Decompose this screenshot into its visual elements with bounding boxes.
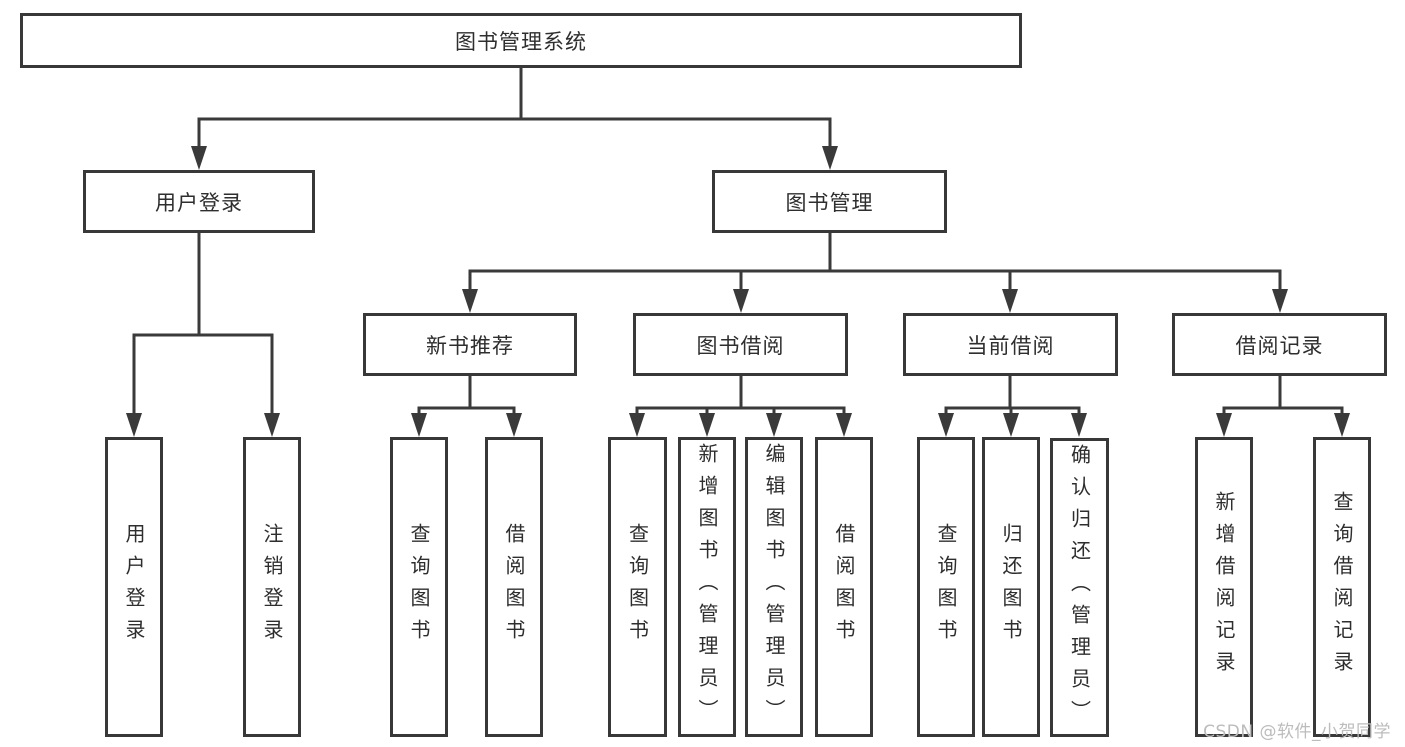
node-label: 图书管理 — [785, 190, 874, 215]
leaf-query-borrow-record: 查询借阅记录 — [1313, 437, 1371, 737]
node-label: 当前借阅 — [966, 333, 1055, 358]
connector-root-to-level2 — [191, 68, 838, 170]
leaf-query-books-recommend: 查询图书 — [390, 437, 448, 737]
node-label: 查询图书 — [625, 523, 650, 651]
node-label: 新书推荐 — [426, 333, 514, 358]
node-label: 新增借阅记录 — [1212, 491, 1236, 683]
connector-user-login-branch — [126, 233, 280, 437]
node-book-borrow: 图书借阅 — [633, 313, 848, 376]
node-current-borrow: 当前借阅 — [903, 313, 1118, 376]
leaf-query-books-current: 查询图书 — [917, 437, 975, 737]
node-label: 借阅图书 — [832, 523, 856, 651]
node-label: 查询借阅记录 — [1330, 491, 1354, 683]
csdn-watermark: CSDN @软件_小贺同学 — [1203, 722, 1391, 742]
leaf-add-borrow-record: 新增借阅记录 — [1195, 437, 1253, 737]
node-label: 借阅记录 — [1235, 333, 1324, 358]
node-label: 确认归还（管理员） — [1067, 443, 1092, 732]
leaf-borrow-books-recommend: 借阅图书 — [485, 437, 543, 737]
node-borrow-record: 借阅记录 — [1172, 313, 1387, 376]
connector-book-mgmt-to-level3 — [462, 233, 1288, 313]
node-label: 查询图书 — [407, 523, 431, 651]
node-book-management: 图书管理 — [712, 170, 947, 233]
node-label: 归还图书 — [999, 523, 1023, 651]
connector-current-borrow-branch — [938, 376, 1087, 437]
connector-book-borrow-branch — [629, 376, 852, 437]
node-new-book-recommend: 新书推荐 — [363, 313, 577, 376]
node-label: 用户登录 — [122, 523, 146, 651]
node-label: 图书借阅 — [696, 333, 785, 358]
node-user-login: 用户登录 — [83, 170, 315, 233]
leaf-logout: 注销登录 — [243, 437, 301, 737]
node-label: 编辑图书（管理员） — [762, 443, 786, 731]
node-root-library-system: 图书管理系统 — [20, 13, 1022, 68]
leaf-user-login: 用户登录 — [105, 437, 163, 737]
leaf-return-books: 归还图书 — [982, 437, 1040, 737]
node-label: 新增图书（管理员） — [695, 443, 719, 731]
node-label: 借阅图书 — [502, 523, 526, 651]
connector-new-book-branch — [411, 376, 522, 437]
leaf-query-books-borrow: 查询图书 — [608, 437, 667, 737]
connector-borrow-record-branch — [1216, 376, 1350, 437]
leaf-confirm-return-admin: 确认归还（管理员） — [1050, 438, 1109, 737]
node-label: 查询图书 — [934, 523, 958, 651]
node-label: 用户登录 — [155, 190, 243, 215]
node-label: 注销登录 — [260, 523, 284, 651]
node-label: 图书管理系统 — [455, 29, 587, 54]
leaf-add-books-admin: 新增图书（管理员） — [678, 437, 736, 737]
leaf-edit-books-admin: 编辑图书（管理员） — [745, 437, 803, 737]
leaf-borrow-books: 借阅图书 — [815, 437, 873, 737]
